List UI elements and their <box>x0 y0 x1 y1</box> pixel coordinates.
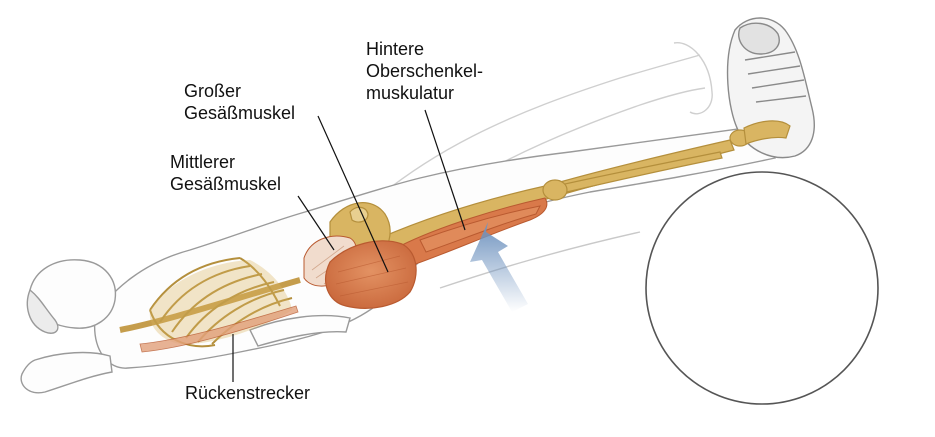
label-line: muskulatur <box>366 82 483 104</box>
label-line: Oberschenkel- <box>366 60 483 82</box>
label-line: Gesäßmuskel <box>184 102 295 124</box>
label-line: Mittlerer <box>170 151 281 173</box>
exercise-ball <box>646 172 878 404</box>
label-rueckenstrecker: Rückenstrecker <box>185 382 310 404</box>
label-line: Gesäßmuskel <box>170 173 281 195</box>
label-grosser-gesaessmuskel: Großer Gesäßmuskel <box>184 80 295 124</box>
label-line: Großer <box>184 80 295 102</box>
label-hintere-oberschenkelmuskulatur: Hintere Oberschenkel- muskulatur <box>366 38 483 104</box>
label-line: Rückenstrecker <box>185 382 310 404</box>
label-mittlerer-gesaessmuskel: Mittlerer Gesäßmuskel <box>170 151 281 195</box>
label-line: Hintere <box>366 38 483 60</box>
